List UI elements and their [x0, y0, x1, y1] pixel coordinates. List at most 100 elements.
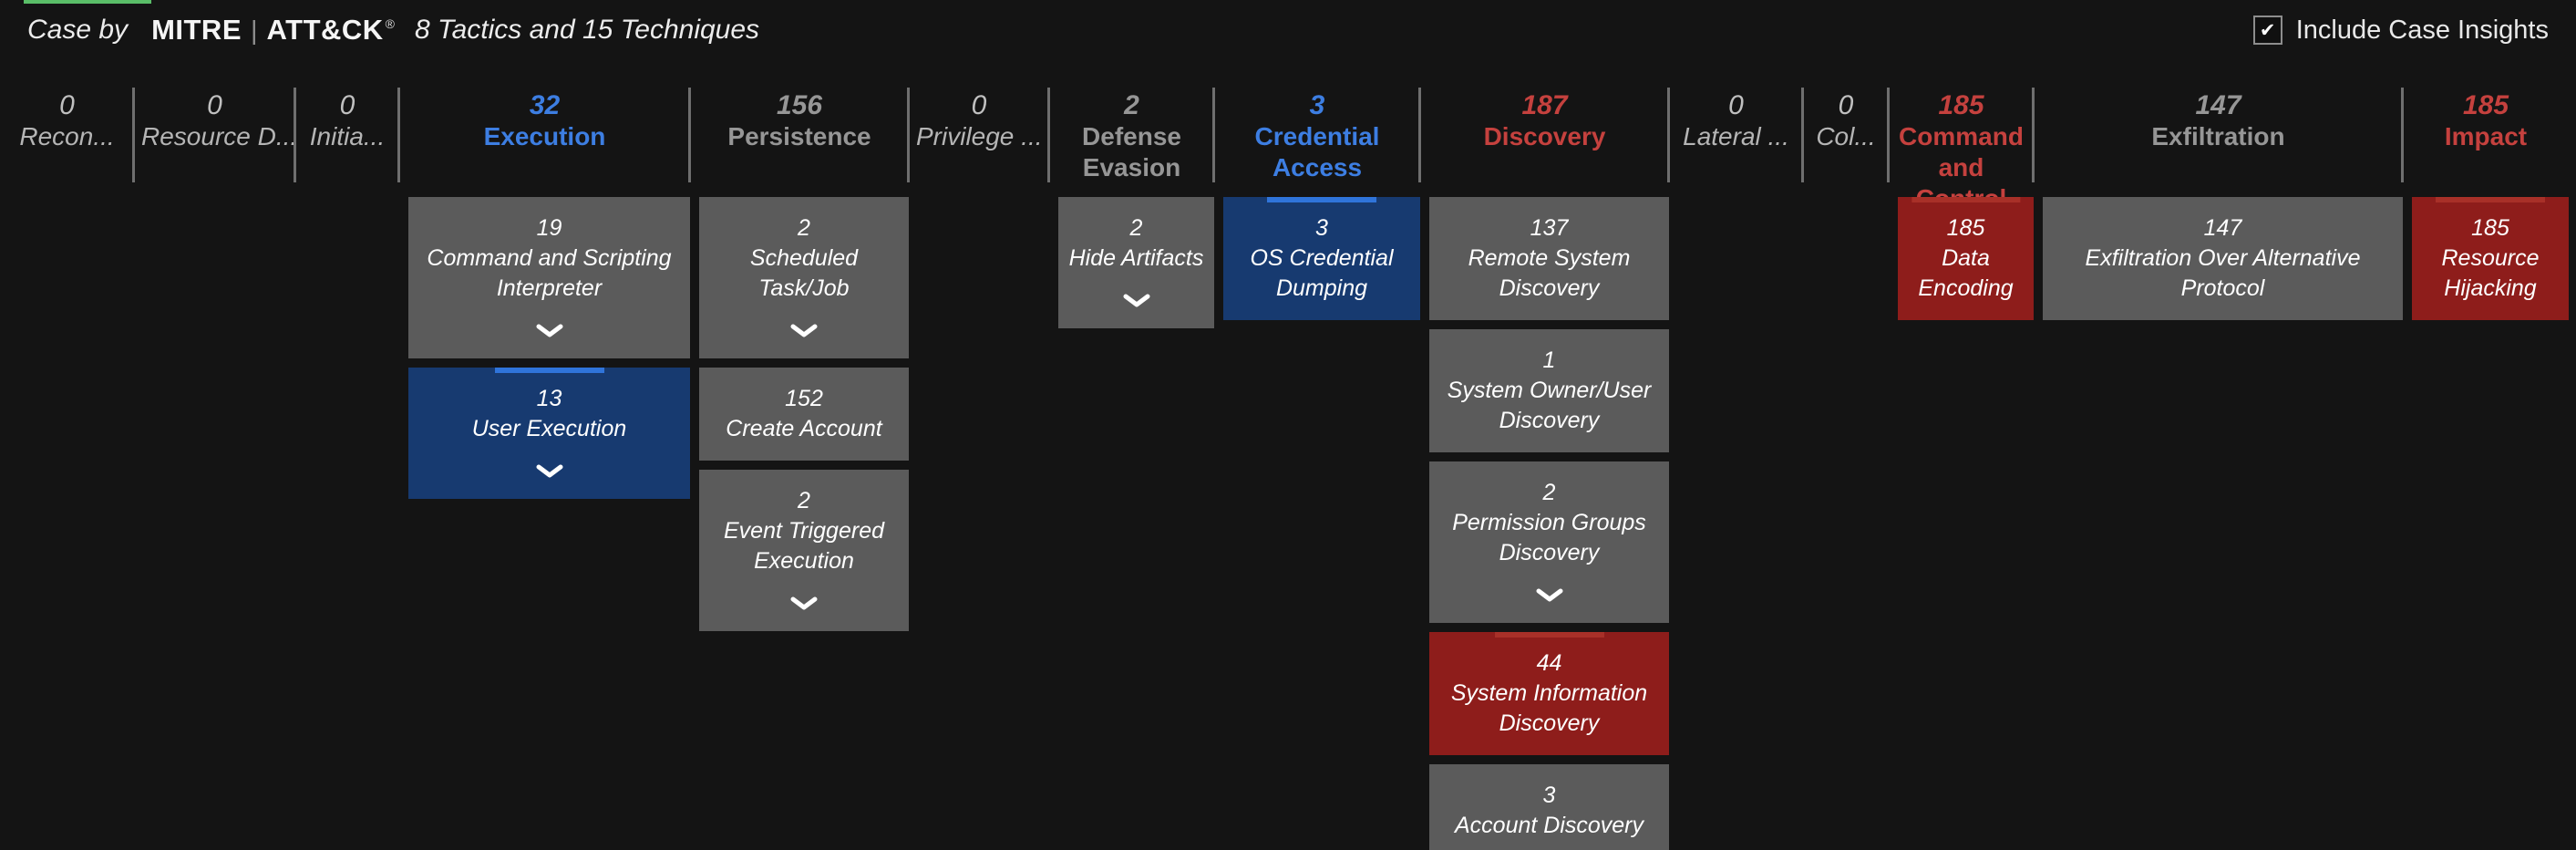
technique-count: 2 [1542, 480, 1556, 505]
include-case-insights-checkbox[interactable]: ✔ [2252, 16, 2282, 45]
selection-accent-bar [1494, 632, 1604, 638]
technique-card-stack: 3 OS Credential Dumping [1214, 197, 1420, 320]
tactic-name: Privilege ... [916, 122, 1043, 150]
chevron-down-icon[interactable] [1066, 274, 1207, 312]
tactic-count: 156 [776, 90, 823, 120]
tactic-name: Discovery [1483, 122, 1606, 150]
selection-accent-bar [1911, 197, 2021, 202]
technique-count: 152 [785, 386, 823, 411]
technique-count: 13 [536, 386, 562, 411]
technique-name: Scheduled Task/Job [749, 245, 859, 301]
technique-count: 1 [1542, 347, 1556, 373]
mitre-attack-logo: MITRE | ATT&CK ® [151, 14, 395, 47]
tactic-name: Impact [2444, 122, 2528, 150]
tactic-count: 187 [1521, 90, 1568, 120]
technique-name: Hide Artifacts [1068, 245, 1204, 271]
chevron-down-icon[interactable] [706, 304, 902, 342]
technique-count: 147 [2203, 215, 2242, 241]
technique-name: Data Encoding [1918, 245, 2014, 301]
technique-count: 2 [798, 488, 810, 513]
tactic-count: 0 [1728, 90, 1744, 120]
technique-count: 3 [1315, 215, 1328, 241]
technique-name: Account Discovery [1454, 813, 1644, 838]
chevron-down-icon[interactable] [1437, 568, 1662, 606]
technique-name: Resource Hijacking [2441, 245, 2540, 301]
tactic-count: 0 [339, 90, 355, 120]
mitre-wordmark: MITRE [151, 14, 242, 46]
tactic-name: Recon... [19, 122, 115, 150]
panel-header: Case by MITRE | ATT&CK ® 8 Tactics and 1… [0, 0, 2576, 60]
tactic-count: 0 [1838, 90, 1854, 120]
tactic-name: Exfiltration [2151, 122, 2285, 150]
technique-count: 19 [536, 215, 562, 241]
technique-count: 3 [1542, 783, 1556, 808]
tab-active-indicator [24, 0, 151, 4]
tactic-name: Defense Evasion [1082, 122, 1181, 181]
tactics-techniques-summary: 8 Tactics and 15 Techniques [415, 15, 760, 45]
tactic-count: 0 [207, 90, 222, 120]
tactic-name: Initia... [309, 122, 386, 150]
tactic-count: 32 [529, 90, 561, 120]
technique-card-os-credential-dumping[interactable]: 3 OS Credential Dumping [1223, 197, 1420, 320]
technique-name: System Information Discovery [1450, 680, 1648, 736]
technique-count: 44 [1536, 650, 1562, 676]
technique-name: Command and Scripting Interpreter [427, 245, 672, 301]
technique-name: User Execution [471, 416, 627, 441]
tactic-count: 185 [1938, 90, 1984, 120]
tactic-count: 147 [2195, 90, 2241, 120]
tactic-name: Credential Access [1254, 122, 1380, 181]
tactic-count: 3 [1309, 90, 1325, 120]
registered-trademark-symbol: ® [385, 16, 395, 31]
selection-accent-bar [1267, 197, 1376, 202]
technique-name: Event Triggered Execution [723, 518, 884, 574]
technique-name: OS Credential Dumping [1250, 245, 1394, 301]
technique-count: 2 [1129, 215, 1143, 241]
technique-count: 185 [2471, 215, 2509, 241]
include-case-insights-label: Include Case Insights [2295, 15, 2549, 45]
technique-name: Exfiltration Over Alternative Protocol [2085, 245, 2361, 301]
chevron-down-icon[interactable] [706, 576, 902, 615]
chevron-down-icon[interactable] [416, 444, 683, 482]
chevron-down-icon[interactable] [416, 304, 683, 342]
